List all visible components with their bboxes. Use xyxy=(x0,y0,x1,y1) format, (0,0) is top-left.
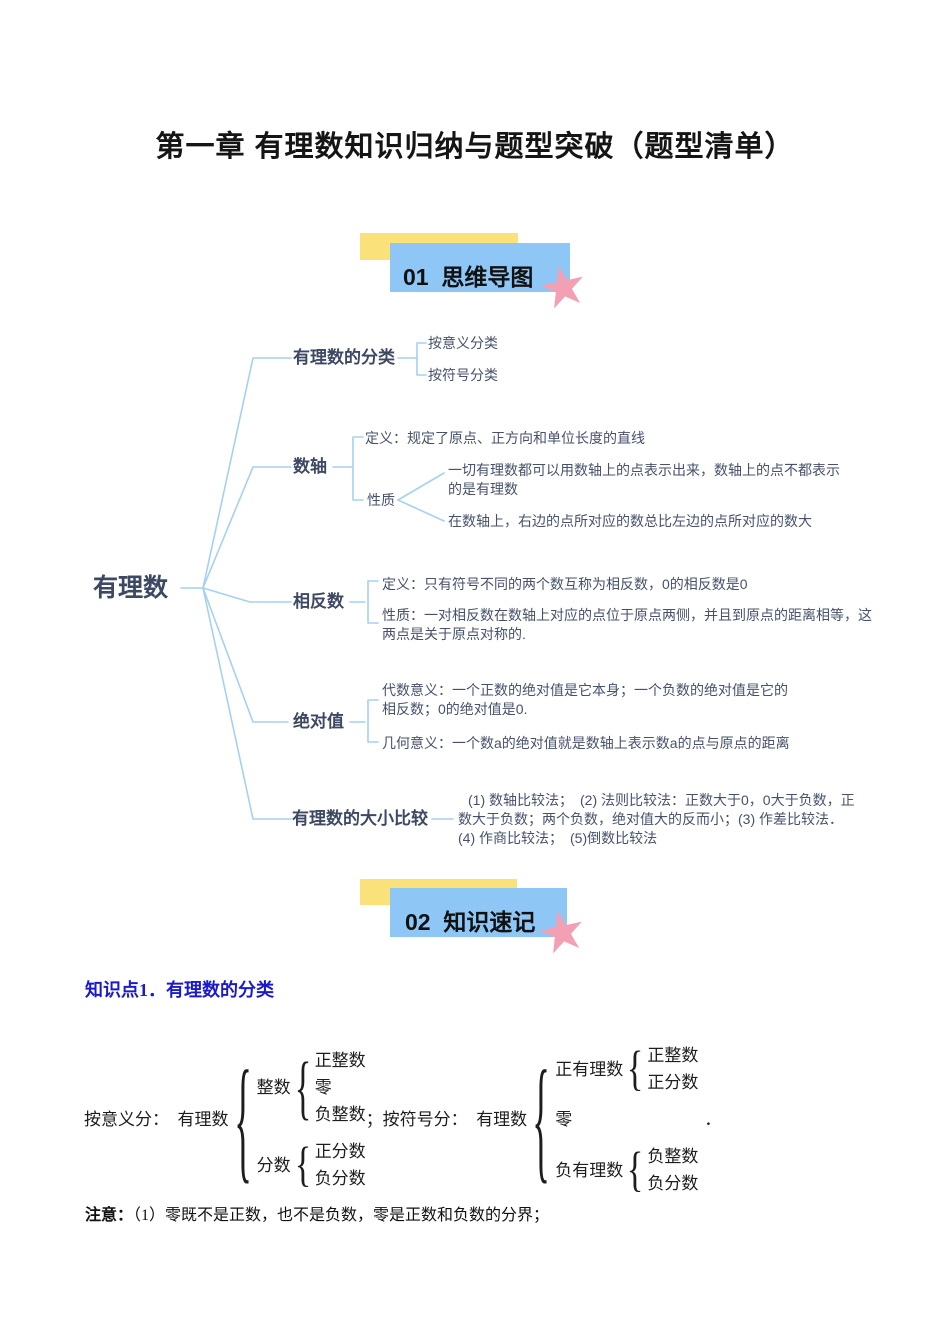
branch-absolute-value-label: 绝对值 xyxy=(293,712,344,731)
branch-number-axis-label: 数轴 xyxy=(293,457,327,476)
section1-title: 01 思维导图 xyxy=(403,264,534,290)
neg-integers: 负整数 xyxy=(647,1147,699,1166)
classification-child-by-meaning: 按意义分类 xyxy=(428,335,498,351)
star-icon: ★ xyxy=(531,250,595,323)
negative-fractions: 负分数 xyxy=(314,1169,366,1188)
left-big-brace: { xyxy=(233,1041,252,1195)
positive-rational-label: 正有理数 xyxy=(555,1059,624,1079)
number-axis-property-2: 在数轴上，右边的点所对应的数总比左边的点所对应的数大 xyxy=(448,513,812,529)
positive-fractions: 正分数 xyxy=(314,1142,366,1161)
number-axis-definition: 定义：规定了原点、正方向和单位长度的直线 xyxy=(365,430,645,446)
pos-integers: 正整数 xyxy=(647,1046,699,1065)
neg-fractions: 负分数 xyxy=(647,1174,699,1193)
section2-title: 02 知识速记 xyxy=(405,909,536,935)
classification-formula: 按意义分： 有理数 { 整数 { 正整数 零 负整数 分数 { 正分数 负分数 xyxy=(84,1042,721,1197)
positive-integers: 正整数 xyxy=(314,1051,366,1070)
note-line: 注意：（1）零既不是正数，也不是负数，零是正数和负数的分界； xyxy=(85,1206,549,1226)
zero-label: 零 xyxy=(555,1110,573,1129)
opposite-property: 性质：一对相反数在数轴上对应的点位于原点两侧，并且到原点的距离相等，这两点是关于… xyxy=(382,607,872,642)
banner2-blue-bar xyxy=(390,888,567,937)
negative-integers: 负整数 xyxy=(314,1105,366,1124)
right-big-brace: { xyxy=(532,1041,551,1195)
knowledge-point-heading: 知识点1．有理数的分类 xyxy=(85,980,274,1000)
branch-comparison-label: 有理数的大小比较 xyxy=(292,809,428,828)
negative-rational-brace: { xyxy=(627,1142,644,1197)
classification-child-by-sign: 按符号分类 xyxy=(428,367,498,383)
note-text: （1）零既不是正数，也不是负数，零是正数和负数的分界； xyxy=(133,1207,550,1224)
by-meaning-label: 按意义分： xyxy=(84,1110,178,1129)
fractions-label: 分数 xyxy=(256,1155,291,1175)
formula-period: ． xyxy=(704,1110,722,1129)
by-sign-label: ；按符号分： xyxy=(365,1110,477,1129)
number-axis-property-1: 一切有理数都可以用数轴上的点表示出来，数轴上的点不都表示的是有理数 xyxy=(448,462,840,497)
star-icon: ★ xyxy=(530,895,594,968)
rational-word-2: 有理数 xyxy=(476,1110,528,1129)
integers-brace: { xyxy=(294,1047,311,1127)
positive-rational-group: 正有理数 { 正整数 正分数 xyxy=(555,1042,698,1096)
absolute-value-algebraic: 代数意义：一个正数的绝对值是它本身；一个负数的绝对值是它的相反数；0的绝对值是0… xyxy=(382,682,788,717)
number-axis-property-label: 性质 xyxy=(367,492,395,508)
integers-label: 整数 xyxy=(256,1078,291,1097)
comparison-methods: (1) 数轴比较法； (2) 法则比较法：正数大于0，0大于负数，正数大于负数；… xyxy=(458,792,855,846)
positive-rational-brace: { xyxy=(627,1041,644,1096)
zero-row: 零 xyxy=(555,1106,698,1133)
integers-group: 整数 { 正整数 零 负整数 xyxy=(257,1047,366,1128)
negative-rational-group: 负有理数 { 负整数 负分数 xyxy=(555,1143,698,1197)
zero-integers: 零 xyxy=(314,1078,332,1097)
banner1-blue-bar xyxy=(390,243,570,292)
fractions-group: 分数 { 正分数 负分数 xyxy=(257,1138,366,1192)
page-title: 第一章 有理数知识归纳与题型突破（题型清单） xyxy=(155,131,795,163)
pos-fractions: 正分数 xyxy=(647,1073,699,1092)
branch-opposite-label: 相反数 xyxy=(293,592,344,611)
negative-rational-label: 负有理数 xyxy=(555,1160,624,1180)
fractions-brace: { xyxy=(294,1137,311,1192)
rational-word: 有理数 xyxy=(177,1110,229,1129)
absolute-value-geometric: 几何意义：一个数a的绝对值就是数轴上表示数a的点与原点的距离 xyxy=(382,735,790,751)
note-label: 注意： xyxy=(85,1207,134,1224)
branch-classification-label: 有理数的分类 xyxy=(293,348,395,367)
opposite-definition: 定义：只有符号不同的两个数互称为相反数，0的相反数是0 xyxy=(382,576,748,592)
mindmap-root: 有理数 xyxy=(93,574,169,602)
